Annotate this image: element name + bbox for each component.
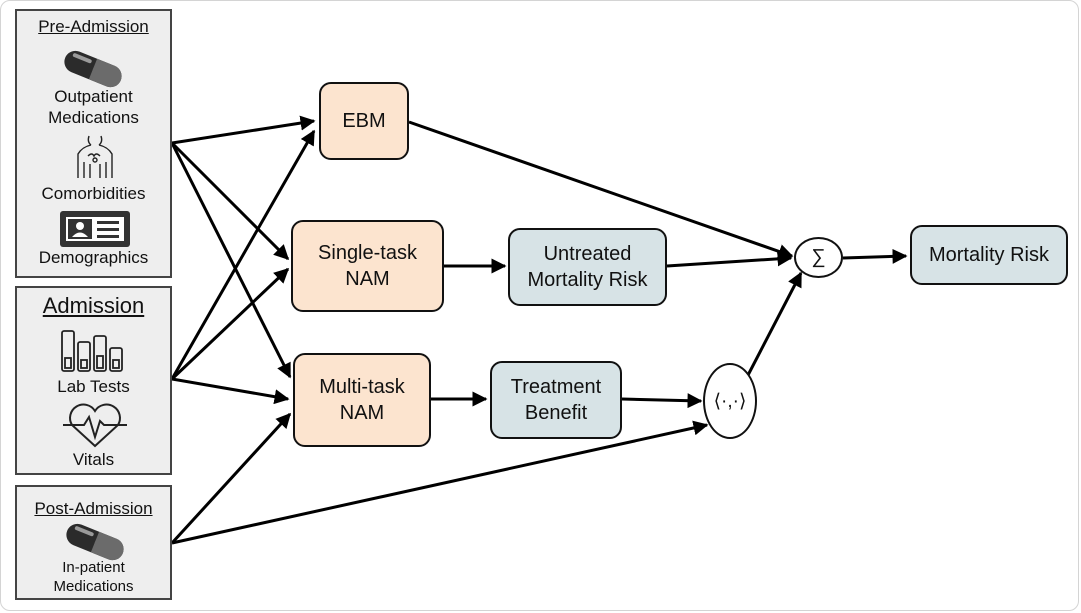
multi-task-nam-line-2: NAM: [339, 402, 385, 424]
pre-admission-title: Pre-Admission: [38, 17, 149, 36]
inpatient-medications-label: In-patient Medications: [53, 559, 134, 595]
edge-pre-to-single-nam: [170, 141, 290, 261]
lab-tests-label: Lab Tests: [57, 377, 130, 396]
post-admission-title: Post-Admission: [34, 499, 153, 518]
edge-benefit-to-inner-product: [621, 393, 703, 409]
admission-group: Admission Lab Tests Vitals: [15, 286, 172, 475]
id-card-icon: [59, 210, 131, 253]
untreated-mortality-risk-line-1: Untreated: [543, 243, 632, 265]
single-task-nam-line-2: NAM: [345, 268, 390, 290]
mortality-risk-node: Mortality Risk: [910, 225, 1068, 285]
edge-sum-to-output: [842, 248, 908, 264]
single-task-nam-node: Single-task NAM: [291, 220, 444, 312]
untreated-mortality-risk-line-2: Mortality Risk: [527, 269, 648, 291]
test-tubes-icon: [60, 330, 130, 377]
edge-adm-to-ebm: [170, 129, 316, 380]
inner-product-operator: ⟨·,·⟩: [703, 363, 757, 439]
edge-post-to-multi-nam: [170, 412, 292, 545]
treatment-benefit-line-1: Treatment: [510, 376, 602, 398]
sum-operator: ∑: [794, 237, 843, 278]
edge-untreated-to-sum: [666, 251, 793, 268]
outpatient-medications-label: Outpatient Medications: [48, 87, 139, 127]
vitals-label: Vitals: [72, 450, 115, 469]
single-task-nam-line-1: Single-task: [318, 242, 417, 264]
treatment-benefit-line-2: Benefit: [524, 402, 588, 424]
ebm-node: EBM: [319, 82, 409, 160]
multi-task-nam-node: Multi-task NAM: [293, 353, 431, 447]
demographics-label: Demographics: [38, 248, 149, 267]
admission-title: Admission: [42, 293, 145, 318]
ebm-label: EBM: [342, 110, 386, 132]
untreated-mortality-risk-node: Untreated Mortality Risk: [508, 228, 667, 306]
post-admission-group: Post-Admission In-patient Medications: [15, 485, 172, 600]
comorbidities-label: Comorbidities: [41, 184, 146, 203]
edge-post-to-inner-product: [171, 420, 709, 545]
edge-pre-to-multi-nam: [170, 142, 292, 379]
multi-task-nam-line-1: Multi-task: [319, 376, 405, 398]
edge-adm-to-multi-nam: [171, 377, 290, 405]
edge-pre-to-ebm: [171, 115, 316, 145]
heartbeat-icon: [62, 401, 128, 454]
treatment-benefit-node: Treatment Benefit: [490, 361, 622, 439]
edge-ebm-to-sum: [408, 120, 794, 259]
inner-product-symbol: ⟨·,·⟩: [713, 390, 747, 412]
body-scan-icon: [72, 134, 118, 185]
edge-inner-product-to-sum: [744, 271, 803, 380]
pill-icon: [59, 48, 127, 95]
mortality-risk-label: Mortality Risk: [928, 244, 1049, 266]
pre-admission-group: Pre-Admission Outpatient Medications Com…: [15, 9, 172, 278]
sum-symbol: ∑: [811, 246, 826, 268]
pill-icon: [61, 521, 129, 568]
edge-adm-to-single-nam: [170, 267, 290, 381]
